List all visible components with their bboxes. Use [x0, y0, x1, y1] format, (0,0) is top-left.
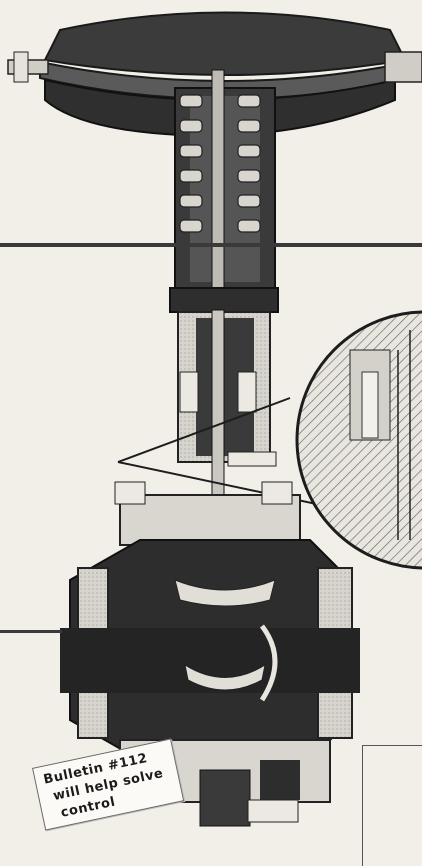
text-box-corner — [362, 745, 422, 866]
valve-illustration — [7, 11, 422, 827]
horizontal-rule-left — [0, 630, 62, 633]
valve-body — [60, 481, 360, 827]
spring-housing — [169, 69, 279, 331]
detail-circle — [295, 310, 422, 570]
yoke — [177, 309, 277, 641]
horizontal-rule-top — [0, 243, 422, 247]
